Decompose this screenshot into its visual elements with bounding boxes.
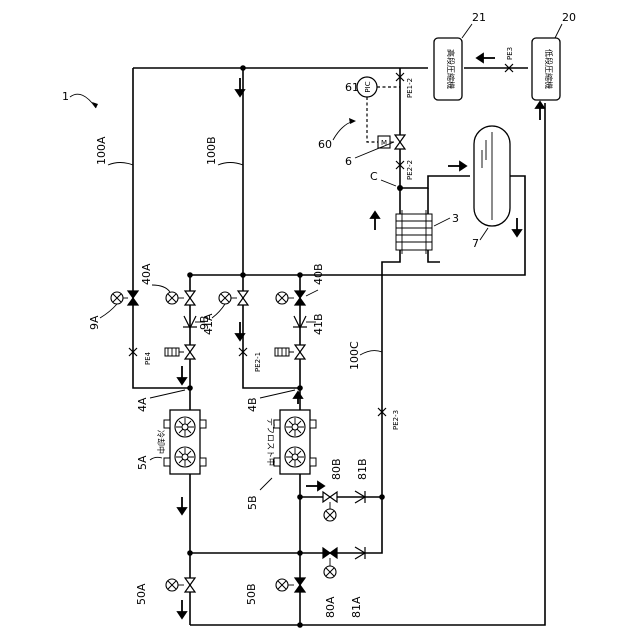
high-stage-label: 高段圧縮機 <box>446 49 456 89</box>
valve-81B-label: 81B <box>356 458 369 480</box>
valve-40B-label: 40B <box>312 263 325 285</box>
valve-40A-actuator <box>166 292 178 304</box>
valve-50B-actuator <box>276 579 288 591</box>
receiver-ref: 7 <box>472 237 479 250</box>
valve-4A-inlet <box>185 345 195 359</box>
low-stage-compressor: 低段圧縮機 <box>532 38 560 100</box>
valve-40A-label: 40A <box>140 263 153 285</box>
valve-80B-actuator <box>324 509 336 521</box>
valve-4B-inlet <box>295 345 305 359</box>
cooler-4B-ref: 4B <box>246 397 259 412</box>
receiver-tank <box>474 126 510 226</box>
pe2-3-label: PE2-3 <box>392 410 400 430</box>
valve-9A <box>128 291 138 305</box>
expansion-valve-6 <box>395 135 405 149</box>
pe2-2-label: PE2-2 <box>406 160 414 180</box>
valve-50B <box>295 578 305 592</box>
cooler-5B <box>274 410 316 474</box>
pressure-indicator-controller: PIC <box>357 77 377 97</box>
valve-9A-actuator <box>111 292 123 304</box>
high-stage-compressor: 高段圧縮機 <box>434 38 462 100</box>
valve-40B-actuator <box>276 292 288 304</box>
pe4-label: PE4 <box>144 351 152 365</box>
pe1-2-label: PE1-2 <box>406 78 414 98</box>
valve-80B <box>323 492 337 502</box>
pic-label: PIC <box>364 81 372 92</box>
valve-40B <box>295 291 305 305</box>
valve-80B-label: 80B <box>330 458 343 480</box>
low-stage-label: 低段圧縮機 <box>544 49 554 89</box>
line-100A-label: 100A <box>95 136 108 165</box>
cooler-5A-ref: 5A <box>136 455 149 470</box>
valve-80A-actuator <box>324 566 336 578</box>
junction-c-dot <box>397 185 403 191</box>
valve-50A-label: 50A <box>135 583 148 605</box>
valve-9B-label: 9B <box>198 315 211 330</box>
valve-9A-label: 9A <box>88 315 101 330</box>
valve-50A <box>185 578 195 592</box>
line-100B-label: 100B <box>205 136 218 165</box>
cooler-5B-ref: 5B <box>246 495 259 510</box>
valve-50B-label: 50B <box>245 583 258 605</box>
valve-50A-actuator <box>166 579 178 591</box>
ref-61: 61 <box>345 81 359 94</box>
valve-80A-label: 80A <box>324 596 337 618</box>
line-100C-label: 100C <box>348 341 361 370</box>
valve-9B <box>238 291 248 305</box>
pe2-1-label: PE2-1 <box>254 352 262 372</box>
cooler-5B-status: デフロスト中 <box>266 418 276 466</box>
valve-41B-label: 41B <box>312 313 325 335</box>
figure-ref: 1 <box>62 90 69 103</box>
valve-80A <box>323 548 337 558</box>
cooler-4A-ref: 4A <box>136 397 149 412</box>
ref-6: 6 <box>345 155 352 168</box>
cooler-5A-status: 冷却中 <box>156 430 166 454</box>
heat-exchanger-ref: 3 <box>452 212 459 225</box>
valve-81A-label: 81A <box>350 596 363 618</box>
junction-c-label: C <box>370 170 378 183</box>
valve-9B-actuator <box>219 292 231 304</box>
low-stage-ref: 20 <box>562 11 576 24</box>
valve-40A <box>185 291 195 305</box>
ref-60: 60 <box>318 138 332 151</box>
pe3-label: PE3 <box>506 47 514 60</box>
high-stage-ref: 21 <box>472 11 486 24</box>
heat-exchanger <box>396 210 432 254</box>
cooler-5A <box>164 410 206 474</box>
